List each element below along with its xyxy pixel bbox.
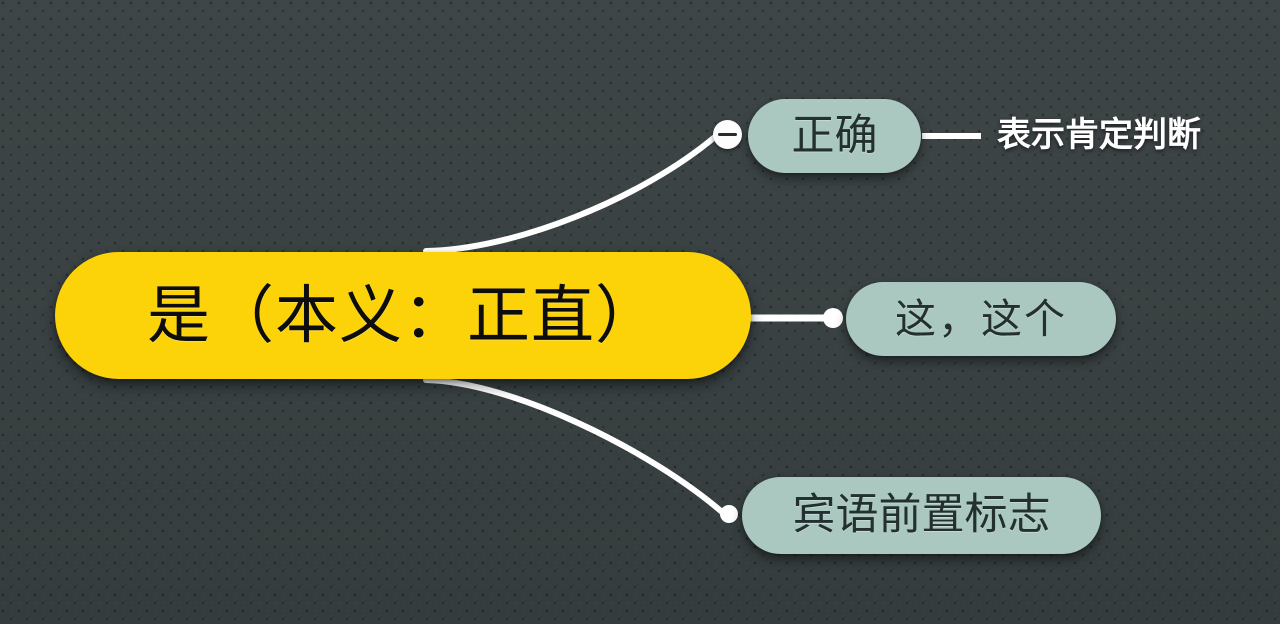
collapse-toggle-branch-1[interactable] — [713, 120, 742, 149]
connector-dot-branch-3 — [720, 505, 738, 523]
branch-node-object-fronting-marker[interactable]: 宾语前置标志 — [742, 477, 1101, 554]
branch-node-correct[interactable]: 正确 — [748, 99, 921, 173]
branch-node-label: 正确 — [791, 110, 878, 161]
root-node-label: 是（本义：正直） — [147, 279, 659, 352]
connector-root-to-branch-3 — [423, 377, 725, 515]
branch-node-label: 这，这个 — [895, 294, 1067, 343]
leaf-node-affirmative-judgement[interactable]: 表示肯定判断 — [997, 115, 1201, 155]
connector-root-to-branch-1 — [423, 133, 719, 254]
connector-dot-branch-2 — [823, 308, 843, 328]
root-node[interactable]: 是（本义：正直） — [55, 252, 751, 379]
minus-icon — [718, 133, 737, 136]
branch-node-this[interactable]: 这，这个 — [846, 282, 1116, 356]
branch-node-label: 宾语前置标志 — [792, 490, 1051, 540]
